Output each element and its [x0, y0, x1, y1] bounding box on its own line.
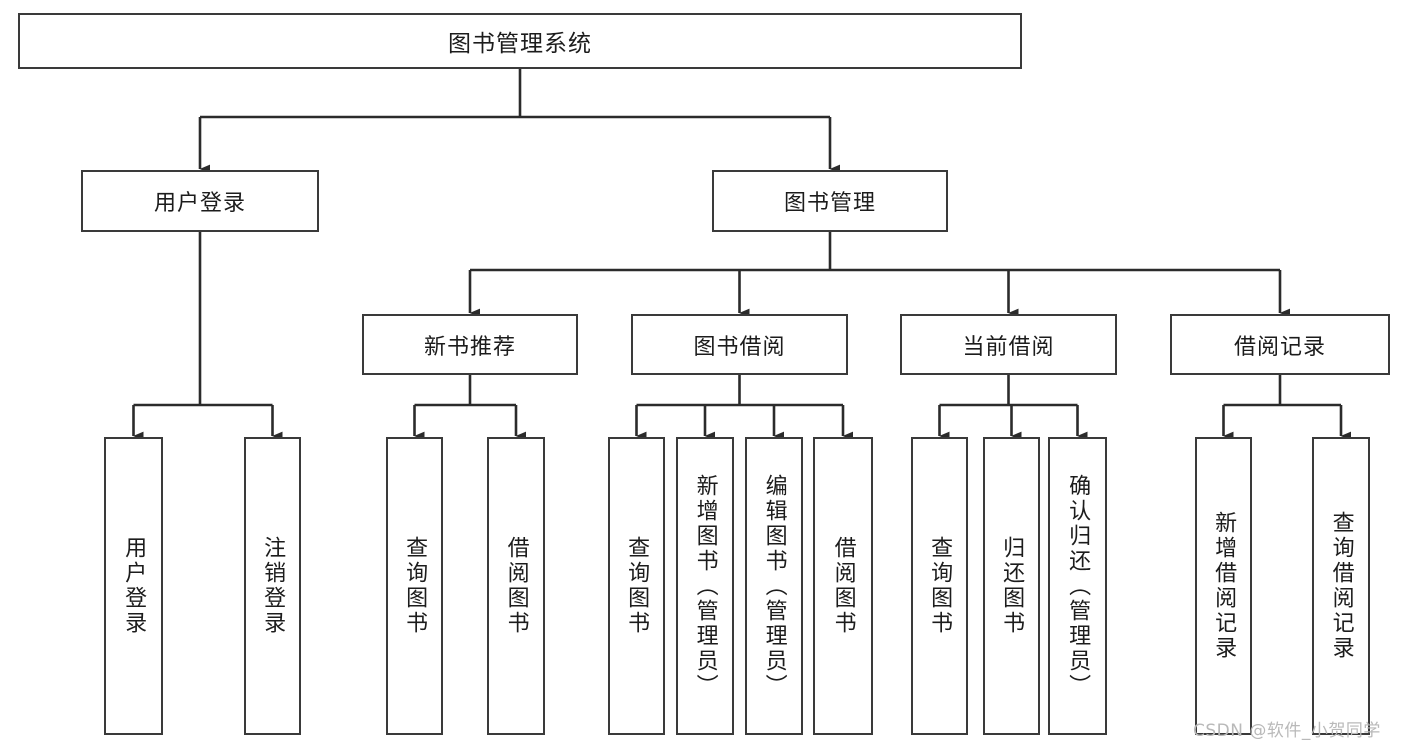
leaf-query-book-1-label: 查询图书: [402, 536, 428, 636]
edge-group: [132, 69, 1352, 441]
leaf-query-borrow-record-label: 查询借阅记录: [1328, 511, 1354, 661]
leaf-edit-book-label: 编辑图书（管理员）: [761, 473, 787, 699]
node-book-borrow[interactable]: 图书借阅: [631, 314, 848, 375]
leaf-confirm-return-label: 确认归还（管理员）: [1065, 473, 1091, 699]
leaf-add-borrow-record-label: 新增借阅记录: [1211, 511, 1237, 661]
leaf-add-borrow-record[interactable]: 新增借阅记录: [1195, 437, 1252, 735]
leaf-query-book-2[interactable]: 查询图书: [608, 437, 665, 735]
node-book-manage[interactable]: 图书管理: [712, 170, 948, 232]
node-user-login[interactable]: 用户登录: [81, 170, 319, 232]
leaf-query-book-1[interactable]: 查询图书: [386, 437, 443, 735]
leaf-borrow-book-1[interactable]: 借阅图书: [487, 437, 545, 735]
leaf-user-login-label: 用户登录: [121, 536, 147, 636]
leaf-query-book-2-label: 查询图书: [624, 536, 650, 636]
node-borrow-record-label: 借阅记录: [1233, 334, 1326, 360]
node-current-borrow[interactable]: 当前借阅: [900, 314, 1117, 375]
node-book-manage-label: 图书管理: [783, 191, 876, 216]
node-borrow-record[interactable]: 借阅记录: [1170, 314, 1390, 375]
node-book-borrow-label: 图书借阅: [693, 334, 786, 360]
node-root-label: 图书管理系统: [448, 31, 592, 57]
leaf-logout[interactable]: 注销登录: [244, 437, 301, 735]
node-current-borrow-label: 当前借阅: [962, 334, 1055, 360]
leaf-borrow-book-2-label: 借阅图书: [830, 536, 856, 636]
leaf-return-book[interactable]: 归还图书: [983, 437, 1040, 735]
node-root[interactable]: 图书管理系统: [18, 13, 1022, 69]
leaf-query-book-3[interactable]: 查询图书: [911, 437, 968, 735]
leaf-borrow-book-1-label: 借阅图书: [503, 536, 529, 636]
leaf-edit-book[interactable]: 编辑图书（管理员）: [745, 437, 803, 735]
leaf-borrow-book-2[interactable]: 借阅图书: [813, 437, 873, 735]
leaf-confirm-return[interactable]: 确认归还（管理员）: [1048, 437, 1107, 735]
node-new-book-recommend[interactable]: 新书推荐: [362, 314, 578, 375]
leaf-add-book[interactable]: 新增图书（管理员）: [676, 437, 734, 735]
leaf-logout-label: 注销登录: [260, 536, 286, 636]
node-user-login-label: 用户登录: [153, 191, 246, 216]
leaf-user-login[interactable]: 用户登录: [104, 437, 163, 735]
node-new-book-recommend-label: 新书推荐: [423, 334, 516, 360]
leaf-return-book-label: 归还图书: [999, 536, 1025, 636]
leaf-query-borrow-record[interactable]: 查询借阅记录: [1312, 437, 1370, 735]
leaf-add-book-label: 新增图书（管理员）: [692, 473, 718, 699]
leaf-query-book-3-label: 查询图书: [927, 536, 953, 636]
watermark: CSDN @软件_小贺同学: [1193, 721, 1381, 741]
